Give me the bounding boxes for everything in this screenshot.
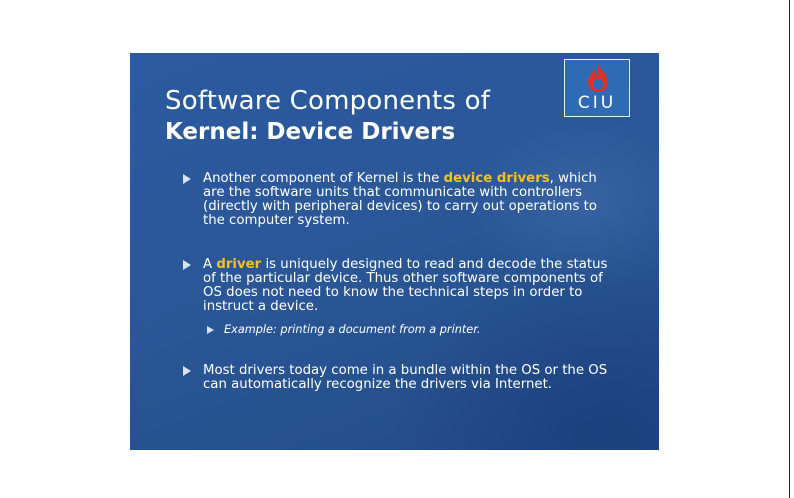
bullet-item: A driver is uniquely designed to read an… [178,258,618,314]
title-line-1: Software Components of [165,86,491,116]
bullet-arrow-icon [183,174,191,184]
sub-bullet-item: Example: printing a document from a prin… [203,323,618,337]
bullet-text: Another component of Kernel is the [203,171,444,186]
bullet-item: Most drivers today come in a bundle with… [178,364,618,392]
page-edge-line [789,0,790,498]
title-line-2: Kernel: Device Drivers [165,119,456,145]
slide: CIU Software Components of Kernel: Devic… [130,53,659,450]
bullet-arrow-icon [183,260,191,270]
logo-text: CIU [577,93,617,113]
bullet-text: is uniquely designed to read and decode … [203,257,608,314]
flame-drop-icon [588,64,608,92]
slide-title: Software Components of Kernel: Device Dr… [165,85,490,147]
bullet-text: Most drivers today come in a bundle with… [203,363,608,392]
highlight-term: driver [216,257,262,272]
bullet-item: Another component of Kernel is the devic… [178,172,618,228]
highlight-term: device drivers [443,171,550,186]
bullet-arrow-icon [183,366,191,376]
bullet-text: A [203,257,217,272]
sub-bullet-arrow-icon [207,326,214,334]
bullet-text: , which are the software units that comm… [203,171,597,228]
sub-bullet-text: Example: printing a document from a prin… [224,323,481,336]
ciu-logo: CIU [564,59,630,117]
bullet-list: Another component of Kernel is the devic… [178,172,618,392]
